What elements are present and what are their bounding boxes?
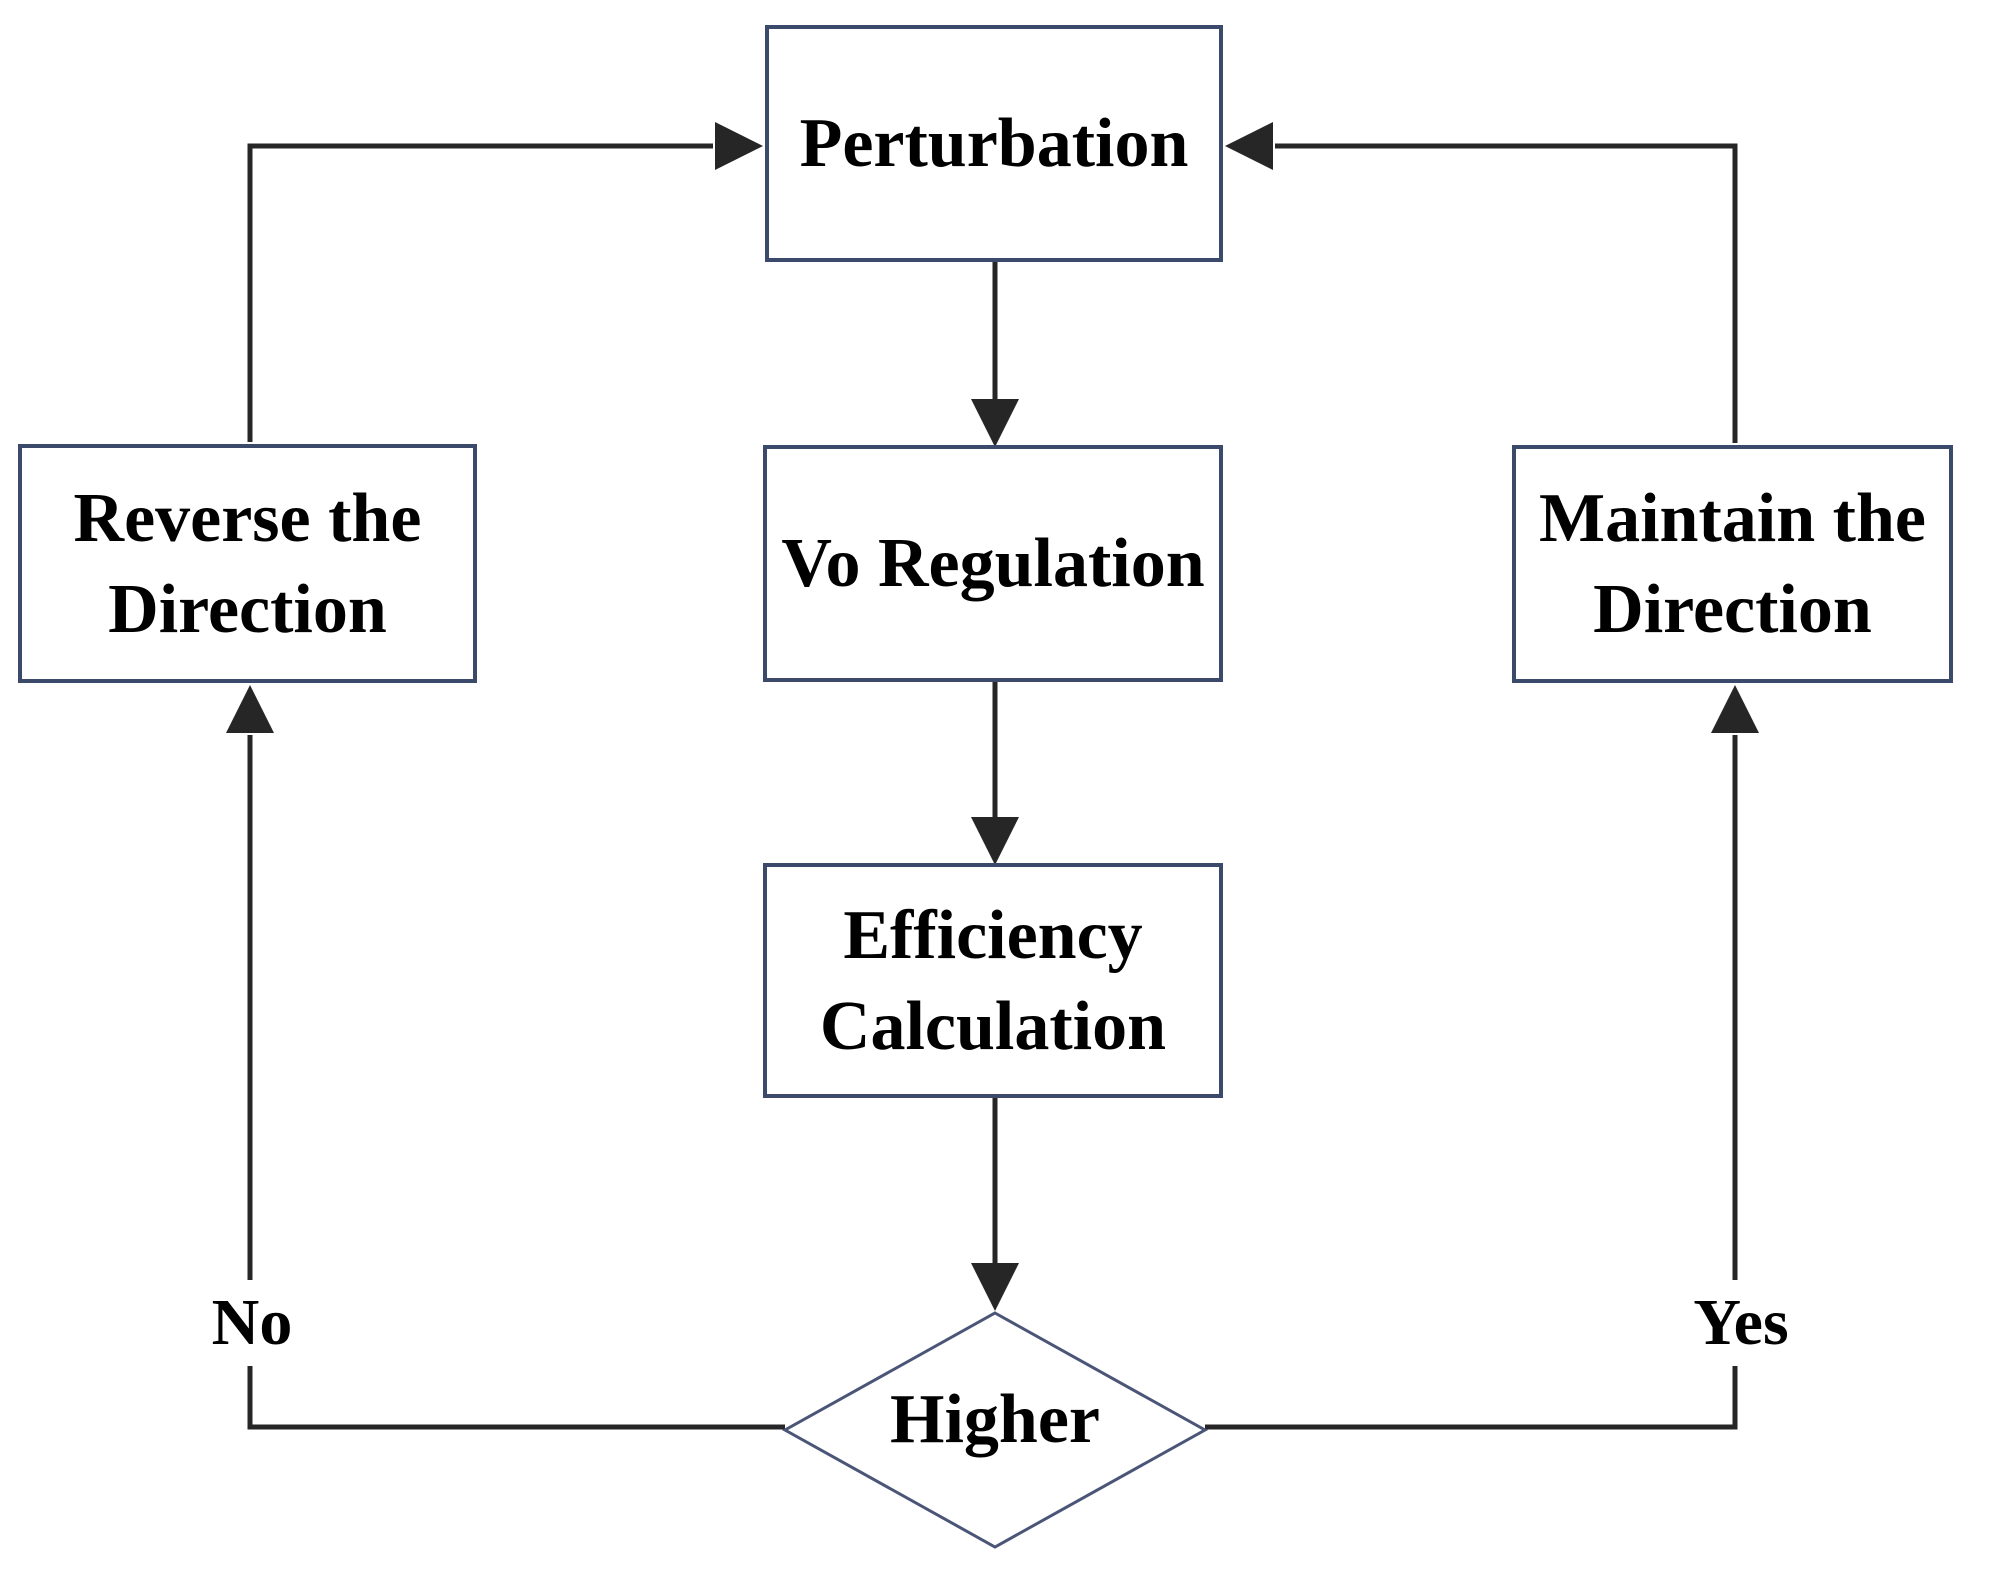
node-perturbation: Perturbation (765, 25, 1223, 262)
edge-label-yes: Yes (1672, 1280, 1810, 1366)
edge-higher-no-to-reverse (247, 735, 785, 1430)
edge-reverse-to-perturbation (247, 143, 713, 442)
node-reverse-direction-label: Reverse the Direction (73, 479, 422, 648)
node-perturbation-label: Perturbation (799, 105, 1189, 182)
node-efficiency-calculation: Efficiency Calculation (763, 863, 1223, 1098)
node-efficiency-calculation-label: Efficiency Calculation (819, 896, 1167, 1065)
arrowhead-into-reverse (226, 685, 274, 733)
decision-higher-shape (781, 1311, 1209, 1549)
node-maintain-direction: Maintain the Direction (1512, 445, 1953, 683)
arrowhead-into-higher (971, 1263, 1019, 1311)
arrowhead-into-perturbation-left (715, 122, 763, 170)
node-maintain-direction-label: Maintain the Direction (1539, 480, 1926, 648)
node-vo-regulation: Vo Regulation (763, 445, 1223, 682)
edge-maintain-to-perturbation (1275, 143, 1738, 443)
arrowhead-into-perturbation-right (1225, 122, 1273, 170)
arrowhead-into-maintain (1711, 685, 1759, 733)
node-reverse-direction: Reverse the Direction (18, 444, 477, 683)
arrowhead-into-efficiency (971, 817, 1019, 865)
node-vo-regulation-label: Vo Regulation (781, 525, 1205, 602)
decision-higher-label: Higher (890, 1381, 1100, 1458)
edge-higher-yes-to-maintain (1205, 735, 1738, 1430)
edge-label-no: No (184, 1280, 320, 1366)
arrowhead-into-voregulation (971, 399, 1019, 447)
